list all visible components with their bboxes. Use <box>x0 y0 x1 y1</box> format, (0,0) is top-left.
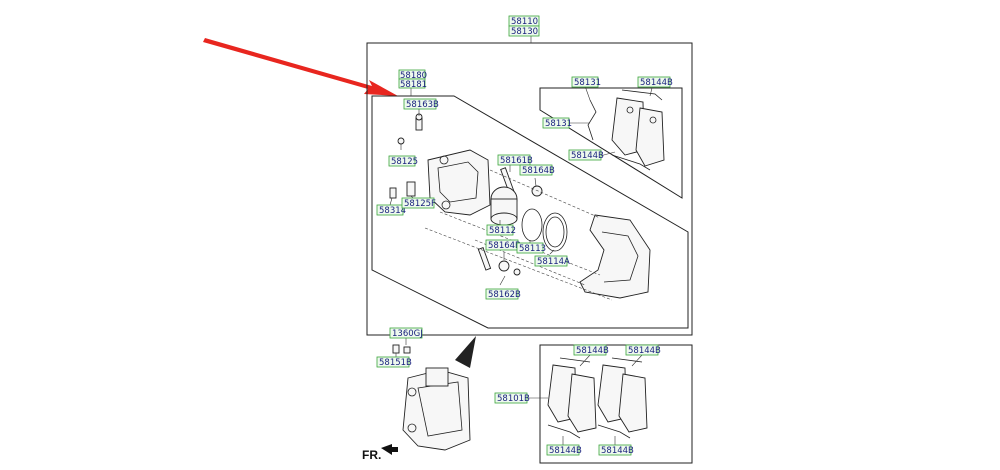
direction-label: FR. <box>362 448 381 462</box>
brake-pad-set-icon <box>547 357 648 439</box>
svg-text:58144B: 58144B <box>601 446 634 456</box>
pad-set-frame <box>539 344 693 464</box>
dust-boot-icon <box>542 212 568 252</box>
caliper-kit-frame <box>371 95 689 329</box>
svg-text:58164B: 58164B <box>522 166 555 176</box>
caliper-bracket-icon <box>579 214 651 299</box>
piston-seal-icon <box>521 208 543 242</box>
label-58101B: 58101B <box>494 392 530 404</box>
caliper-assembly-frame <box>366 36 693 336</box>
svg-text:58144B: 58144B <box>571 151 604 161</box>
label-58163B: 58163B <box>403 98 439 110</box>
piston-icon <box>490 186 518 226</box>
label-58164B-bottom: 58164B <box>485 239 521 251</box>
label-58112: 58112 <box>486 224 516 236</box>
svg-text:58163B: 58163B <box>406 100 439 110</box>
front-direction-indicator: FR. <box>362 444 398 462</box>
guide-bolt-left-icon <box>389 181 416 199</box>
caliper-body-icon <box>427 149 491 216</box>
svg-text:58113: 58113 <box>519 244 546 254</box>
label-58181: 58181 <box>398 78 427 90</box>
label-58144B-c: 58144B <box>573 344 609 356</box>
svg-text:1360GJ: 1360GJ <box>392 329 423 339</box>
svg-text:58125: 58125 <box>391 157 418 167</box>
svg-text:58131: 58131 <box>574 78 601 88</box>
label-58144B-d: 58144B <box>625 344 661 356</box>
svg-text:58110: 58110 <box>511 17 538 27</box>
label-58144B-b: 58144B <box>568 149 604 161</box>
label-58110: 58110 <box>508 15 540 27</box>
brake-pad-pair-icon <box>611 89 665 171</box>
svg-text:58125F: 58125F <box>404 199 436 209</box>
label-58125: 58125 <box>388 155 418 167</box>
label-58130: 58130 <box>508 25 540 37</box>
svg-text:58130: 58130 <box>511 27 538 37</box>
svg-text:58144B: 58144B <box>576 346 609 356</box>
svg-text:58181: 58181 <box>400 80 427 90</box>
svg-text:58162B: 58162B <box>488 290 521 300</box>
svg-text:58101B: 58101B <box>497 394 530 404</box>
svg-text:58144B: 58144B <box>628 346 661 356</box>
svg-text:58161B: 58161B <box>500 156 533 166</box>
svg-text:58180: 58180 <box>400 71 427 81</box>
caliper-assembly-icon <box>402 336 476 451</box>
svg-text:58164B: 58164B <box>488 241 521 251</box>
svg-text:58131: 58131 <box>545 119 572 129</box>
label-58144B-a: 58144B <box>637 76 673 88</box>
label-58314: 58314 <box>376 204 406 216</box>
label-58144B-e: 58144B <box>546 444 582 456</box>
bleeder-bolt-icon <box>415 113 423 131</box>
label-58144B-f: 58144B <box>598 444 634 456</box>
svg-text:58151B: 58151B <box>379 358 412 368</box>
svg-text:58112: 58112 <box>489 226 516 236</box>
label-1360GJ: 1360GJ <box>389 327 423 339</box>
svg-text:58144B: 58144B <box>640 78 673 88</box>
label-58113: 58113 <box>516 242 546 254</box>
label-58164B-top: 58164B <box>519 164 555 176</box>
label-58131-mid: 58131 <box>542 117 572 129</box>
svg-text:58314: 58314 <box>379 206 406 216</box>
pad-spring-icon <box>587 99 597 141</box>
label-58161B: 58161B <box>497 154 533 166</box>
label-58114A: 58114A <box>534 255 570 267</box>
label-58151B: 58151B <box>376 356 412 368</box>
label-58162B: 58162B <box>485 288 521 300</box>
svg-text:58114A: 58114A <box>537 257 570 267</box>
small-cap-icon <box>397 137 405 145</box>
pad-kit-frame <box>539 87 683 199</box>
label-58131-top: 58131 <box>571 76 601 88</box>
hose-bolt-icon <box>392 344 411 354</box>
svg-text:58144B: 58144B <box>549 446 582 456</box>
red-pointer-arrow <box>203 38 398 96</box>
guide-pin-bottom-icon <box>477 247 521 276</box>
front-arrow-icon <box>381 444 398 455</box>
label-58125F: 58125F <box>401 197 436 209</box>
